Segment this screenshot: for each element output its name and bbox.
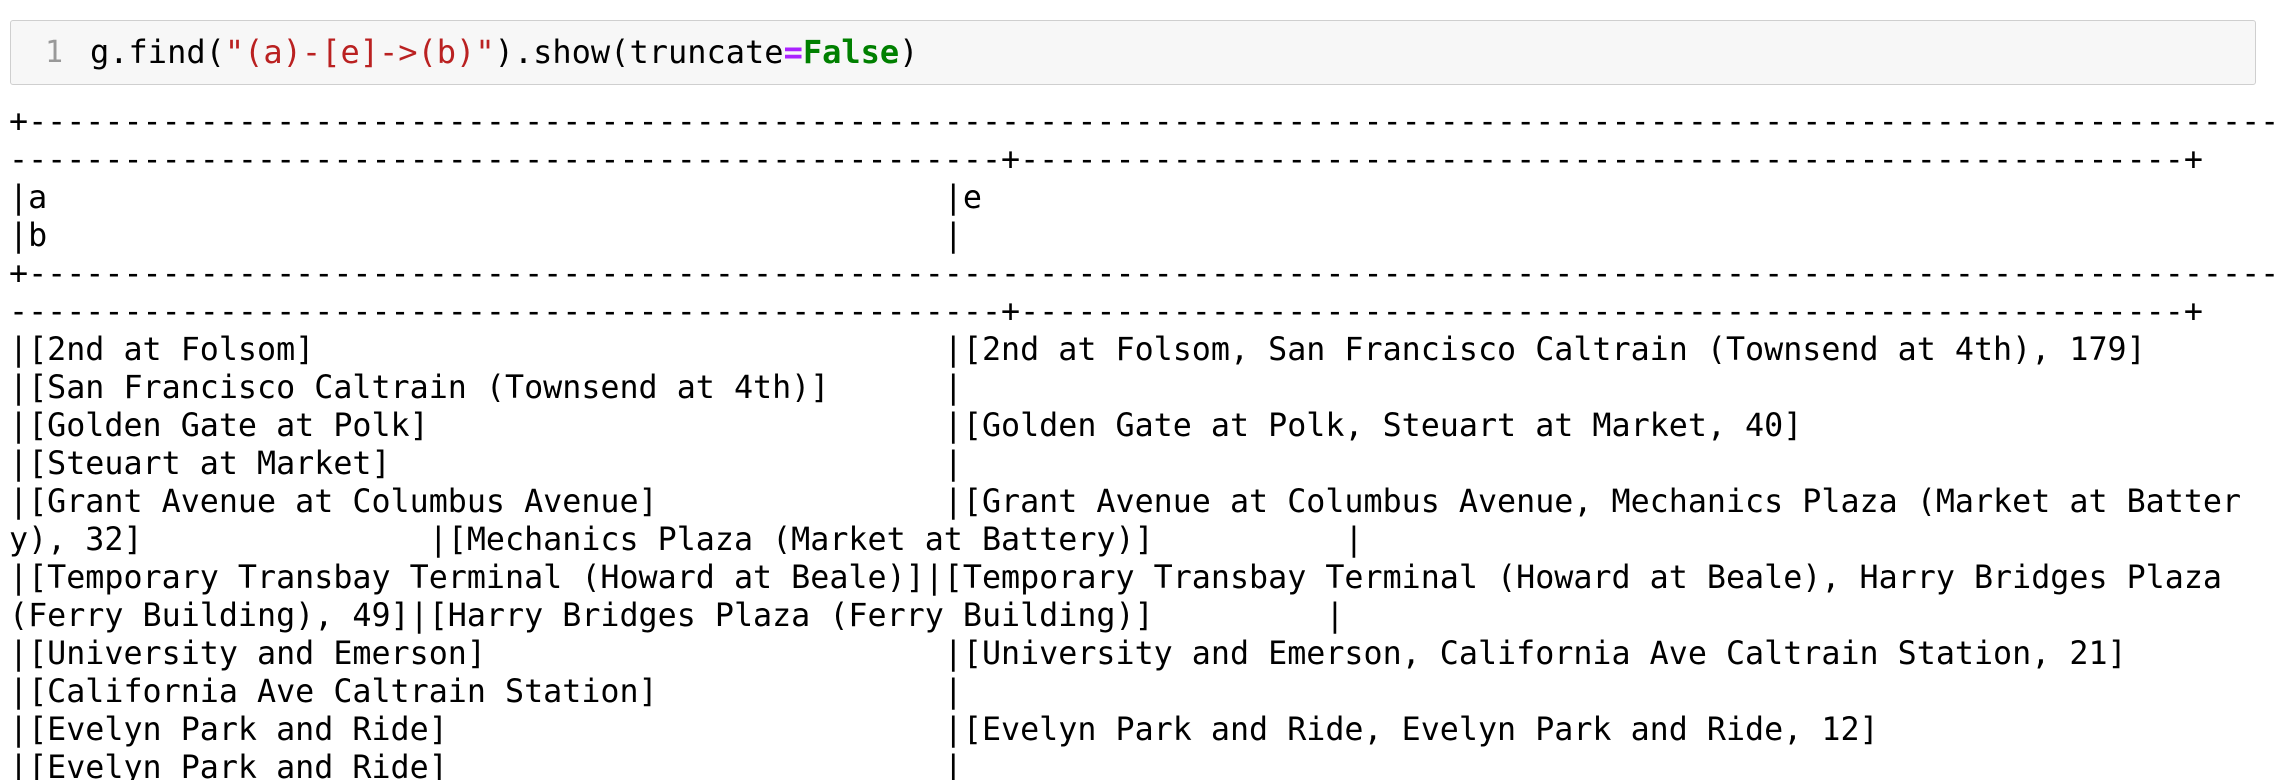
output-line: |[Steuart at Market] | <box>9 446 963 482</box>
output-line: |[2nd at Folsom] |[2nd at Folsom, San Fr… <box>9 332 2146 368</box>
output-line: |[Evelyn Park and Ride] | <box>9 750 963 780</box>
code-operator: = <box>783 33 803 71</box>
output-line: y), 32] |[Mechanics Plaza (Market at Bat… <box>9 522 1364 558</box>
code-call-middle: ).show(truncate <box>494 33 784 71</box>
output-line: (Ferry Building), 49]|[Harry Bridges Pla… <box>9 598 1345 634</box>
output-line: ----------------------------------------… <box>9 294 2203 330</box>
output-line: |[Golden Gate at Polk] |[Golden Gate at … <box>9 408 1803 444</box>
output-line: |a |e <box>9 180 982 216</box>
output-line: |[Evelyn Park and Ride] |[Evelyn Park an… <box>9 712 1879 748</box>
code-call-suffix: ) <box>899 33 919 71</box>
output-line: |[Temporary Transbay Terminal (Howard at… <box>9 560 2222 596</box>
code-string-literal: "(a)-[e]->(b)" <box>224 33 495 71</box>
code-call-prefix: g.find( <box>90 33 225 71</box>
output-line: |[Grant Avenue at Columbus Avenue] |[Gra… <box>9 484 2242 520</box>
code-keyword: False <box>802 33 900 71</box>
code-cell-input[interactable]: 1 g.find("(a)-[e]->(b)").show(truncate=F… <box>10 20 2256 85</box>
output-line: |[California Ave Caltrain Station] | <box>9 674 963 710</box>
output-line: +---------------------------------------… <box>9 256 2279 292</box>
code-line[interactable]: g.find("(a)-[e]->(b)").show(truncate=Fal… <box>90 21 918 84</box>
output-line: |[San Francisco Caltrain (Townsend at 4t… <box>9 370 963 406</box>
output-line: |b | <box>9 218 963 254</box>
output-line: ----------------------------------------… <box>9 142 2203 178</box>
cell-output: +---------------------------------------… <box>9 103 2279 780</box>
output-line: +---------------------------------------… <box>9 104 2279 140</box>
output-line: |[University and Emerson] |[University a… <box>9 636 2127 672</box>
line-number: 1 <box>44 35 63 70</box>
